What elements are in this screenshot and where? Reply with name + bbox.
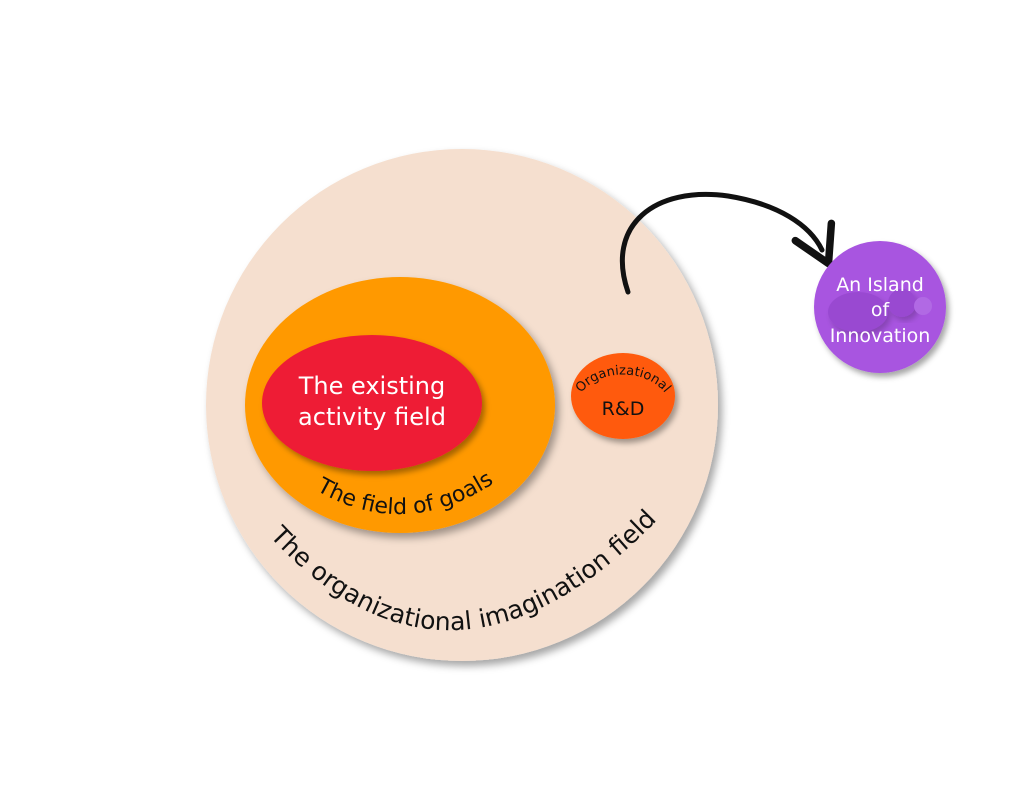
innovation-arrow (620, 192, 836, 295)
existing-activity-label-line2: activity field (298, 403, 446, 431)
existing-activity-field: The existing activity field (262, 335, 482, 471)
island-of-innovation: An Island of Innovation (814, 241, 946, 373)
rd-main-label: R&D (602, 398, 645, 420)
island-label-line3: Innovation (830, 325, 931, 347)
island-label-line2: of (871, 299, 891, 321)
rd-node: Organizational R&D (571, 353, 675, 439)
existing-activity-ellipse (262, 335, 482, 471)
rd-ellipse (571, 353, 675, 439)
island-label-line1: An Island (836, 274, 924, 296)
island-decor (828, 289, 932, 332)
existing-activity-label-line1: The existing (298, 372, 446, 400)
